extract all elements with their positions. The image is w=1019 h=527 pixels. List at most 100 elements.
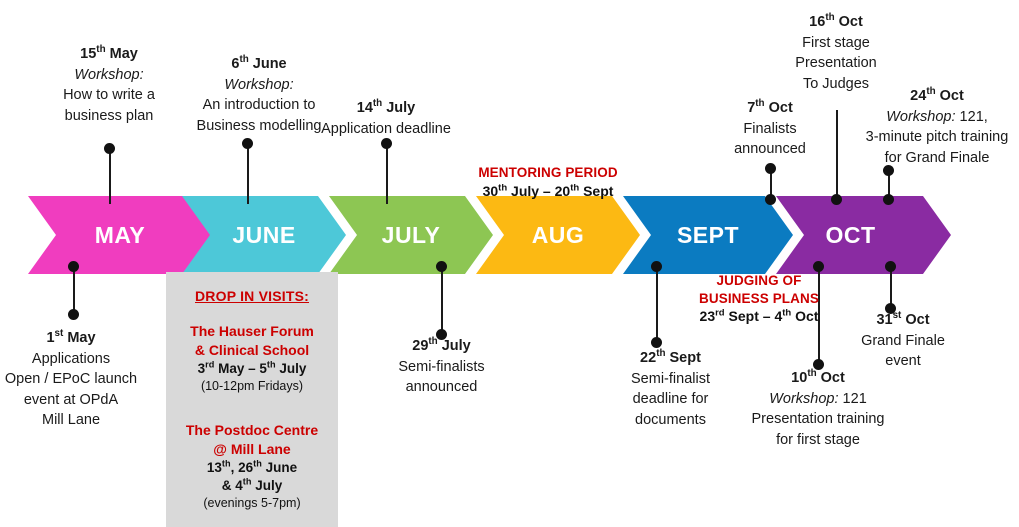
event-italic-line: Workshop: <box>224 76 294 93</box>
event-date: 6th June <box>231 54 287 72</box>
event-line: Finalists <box>743 120 797 137</box>
dot-may-1-band <box>68 261 79 272</box>
venue-line-1: The Hauser Forum <box>190 323 314 339</box>
dot-july-29-band <box>436 261 447 272</box>
event-line: Business modelling <box>196 117 322 134</box>
event-note-oct-7: 7th Oct Finalists announced <box>703 98 837 160</box>
event-line: announced <box>405 379 478 396</box>
event-note-july-29: 29th July Semi-finalists announced <box>364 336 519 398</box>
event-date: 7th Oct <box>747 98 793 116</box>
event-note-oct-31: 31st Oct Grand Finale event <box>836 310 970 372</box>
judging-heading-1: JUDGING OF <box>716 273 802 288</box>
dot-sept-22-band <box>651 261 662 272</box>
event-date: 29th July <box>412 336 471 354</box>
connector-sept-22 <box>656 266 658 342</box>
connector-june-6 <box>247 143 249 204</box>
event-date: 10th Oct <box>791 368 845 386</box>
drop-in-header: DROP IN VISITS: <box>195 288 309 304</box>
month-label-aug: AUG <box>531 221 585 248</box>
drop-in-entry-postdoc: The Postdoc Centre @ Mill Lane 13th, 26t… <box>166 421 338 512</box>
month-chevron-aug[interactable]: AUG <box>476 196 640 274</box>
dot-may-15-top <box>104 143 115 154</box>
judging-range: 23rd Sept – 4th Oct <box>699 307 819 325</box>
dot-oct-24-band <box>883 194 894 205</box>
dot-sept-22-bottom <box>651 337 662 348</box>
event-note-oct-24: 24th Oct Workshop: 121, 3-minute pitch t… <box>855 86 1019 168</box>
connector-oct-24 <box>888 170 890 204</box>
dot-oct-16-band <box>831 194 842 205</box>
connector-oct-7 <box>770 168 772 204</box>
dot-oct-10-bottom <box>813 359 824 370</box>
event-line: To Judges <box>802 75 870 92</box>
connector-may-15 <box>109 148 111 204</box>
dot-july-14-top <box>381 138 392 149</box>
event-line: Applications <box>31 350 111 367</box>
event-line: 3-minute pitch training <box>865 129 1009 146</box>
venue-times: (10-12pm Fridays) <box>200 379 304 393</box>
venue-line-1: The Postdoc Centre <box>185 421 319 438</box>
event-line: An introduction to <box>202 97 316 114</box>
dot-june-6-top <box>242 138 253 149</box>
event-line: Presentation training <box>751 411 885 428</box>
event-line: for first stage <box>776 431 860 448</box>
event-line: Grand Finale <box>861 332 945 349</box>
event-line: event <box>885 353 921 370</box>
mentoring-period-label: MENTORING PERIOD 30th July – 20th Sept <box>455 164 641 200</box>
venue-times: (evenings 5-7pm) <box>203 496 301 511</box>
event-date: 1st May <box>46 328 96 346</box>
month-label-may: MAY <box>94 221 146 248</box>
dot-oct-7-top <box>765 163 776 174</box>
connector-oct-16 <box>836 110 838 204</box>
judging-heading-2: BUSINESS PLANS <box>699 290 819 306</box>
connector-july-29 <box>441 266 443 334</box>
event-note-oct-16: 16th Oct First stage Presentation To Jud… <box>766 12 906 94</box>
month-label-july: JULY <box>381 221 441 248</box>
mentoring-heading: MENTORING PERIOD <box>478 165 618 180</box>
event-line: Application deadline <box>321 120 451 137</box>
event-line: Semi-finalists <box>398 358 485 375</box>
event-note-sept-22: 22th Sept Semi-finalist deadline for doc… <box>598 348 743 430</box>
dot-oct-10-band <box>813 261 824 272</box>
event-line: deadline for <box>632 391 709 408</box>
event-line: Open / EPoC launch <box>4 371 138 388</box>
connector-july-14 <box>386 143 388 204</box>
month-label-sept: SEPT <box>676 221 740 248</box>
event-date: 22th Sept <box>640 348 701 366</box>
venue-line-2: @ Mill Lane <box>213 440 291 457</box>
event-line: announced <box>734 141 806 158</box>
connector-oct-31 <box>890 266 892 308</box>
event-note-oct-10: 10th Oct Workshop: 121 Presentation trai… <box>736 368 900 450</box>
dot-may-1-bottom <box>68 309 79 320</box>
event-note-july-14: 14th July Application deadline <box>301 98 471 139</box>
dot-july-29-bottom <box>436 329 447 340</box>
dot-oct-31-bottom <box>885 303 896 314</box>
event-date: 15th May <box>80 44 138 62</box>
event-note-may-1: 1st May Applications Open / EPoC launch … <box>0 328 146 431</box>
event-note-june-6: 6th June Workshop: An introduction to Bu… <box>169 54 349 136</box>
month-label-oct: OCT <box>825 221 876 248</box>
event-line: First stage <box>802 34 870 51</box>
event-line: Presentation <box>795 55 877 72</box>
month-chevron-july[interactable]: JULY <box>329 196 493 274</box>
dot-oct-24-top <box>883 165 894 176</box>
judging-period-label: JUDGING OF BUSINESS PLANS 23rd Sept – 4t… <box>664 272 854 325</box>
connector-may-1 <box>73 266 75 314</box>
venue-dates: 13th, 26th June & 4th July <box>206 458 298 493</box>
month-chevron-sept[interactable]: SEPT <box>623 196 793 274</box>
event-line: Semi-finalist <box>631 370 710 387</box>
month-chevron-oct[interactable]: OCT <box>776 196 951 274</box>
dot-oct-7-band <box>765 194 776 205</box>
mentoring-range: 30th July – 20th Sept <box>482 181 614 199</box>
event-note-may-15: 15th May Workshop: How to write a busine… <box>24 44 194 126</box>
event-line: How to write a <box>63 87 155 104</box>
event-italic-line: Workshop: 121, <box>886 108 988 125</box>
month-arrow-band: MAY JUNE JULY AUG SEPT OCT <box>0 196 1019 274</box>
month-label-june: JUNE <box>232 221 296 248</box>
month-chevron-may[interactable]: MAY <box>28 196 212 274</box>
event-date: 24th Oct <box>910 86 964 104</box>
event-line: event at OPdA <box>23 391 119 408</box>
event-line: business plan <box>64 107 154 124</box>
event-date: 14th July <box>356 98 416 116</box>
dot-oct-31-band <box>885 261 896 272</box>
event-date: 16th Oct <box>809 12 863 30</box>
